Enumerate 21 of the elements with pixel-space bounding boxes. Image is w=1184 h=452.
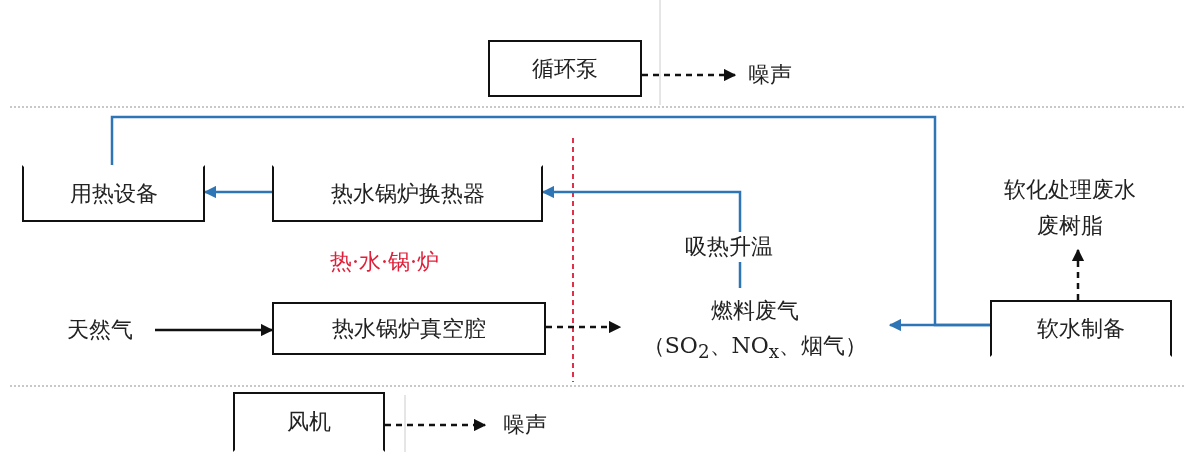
node-label: （SO$_{2}$、NO$_{x}$、烟气） bbox=[642, 332, 868, 365]
node-label: 噪声 bbox=[735, 58, 805, 92]
node-label: 天然气 bbox=[45, 312, 155, 348]
edge-label: 吸热升温 bbox=[685, 232, 773, 262]
node-label: 废树脂 bbox=[1037, 211, 1103, 240]
node-label: 软化处理废水 bbox=[1004, 176, 1136, 205]
arrow bbox=[385, 418, 487, 432]
arrow bbox=[546, 320, 622, 334]
process-box: 热水锅炉真空腔 bbox=[272, 302, 546, 355]
arrow bbox=[155, 323, 274, 337]
arrow bbox=[1071, 248, 1085, 300]
node-label: 燃料废气 bbox=[711, 297, 799, 326]
process-box: 软水制备 bbox=[990, 300, 1172, 357]
section-title: 热·水·锅·炉 bbox=[330, 248, 439, 276]
node-label: 噪声 bbox=[485, 408, 565, 442]
process-box: 热水锅炉换热器 bbox=[272, 165, 543, 222]
arrow bbox=[642, 68, 737, 82]
process-box: 循环泵 bbox=[488, 40, 642, 97]
arrow bbox=[888, 318, 990, 332]
process-box: 风机 bbox=[233, 392, 385, 452]
process-box: 用热设备 bbox=[22, 165, 205, 222]
